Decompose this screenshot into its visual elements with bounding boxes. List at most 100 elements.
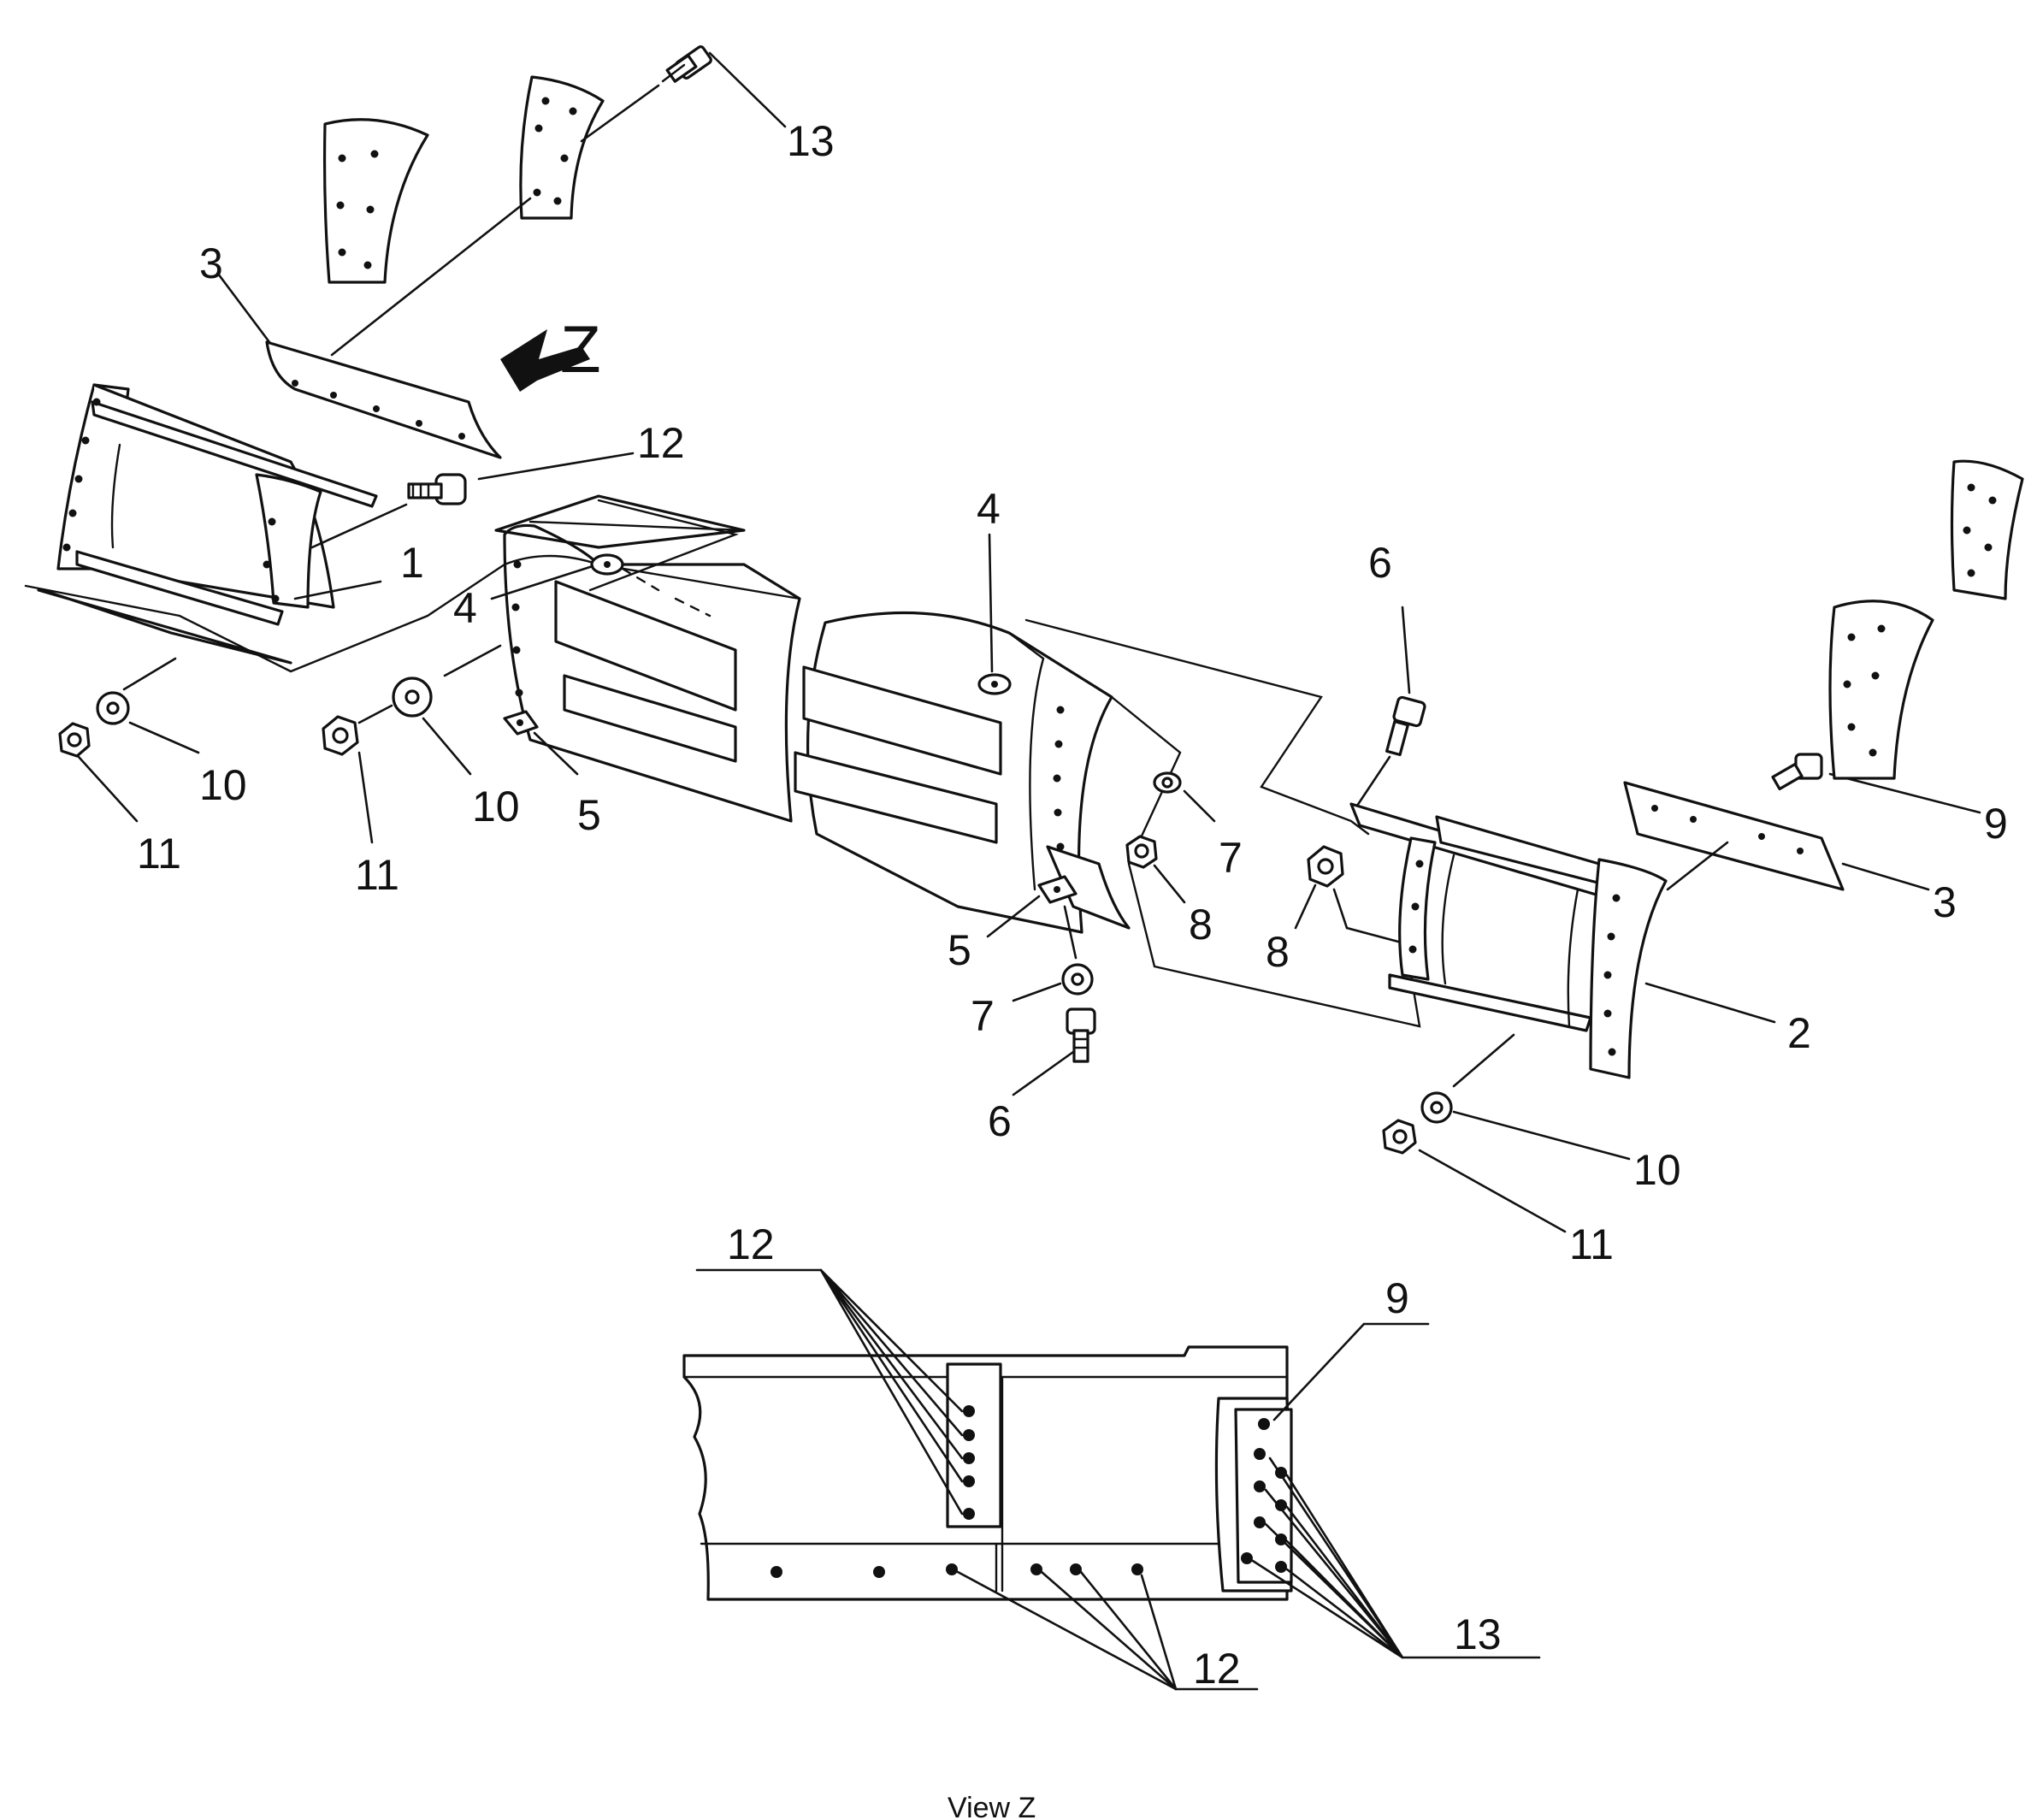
leader-4-left — [490, 564, 594, 600]
leader-8-right-b — [1332, 888, 1413, 947]
leader-1 — [293, 580, 382, 600]
view-z-arrow-letter: Z — [560, 311, 601, 387]
leader-5-left — [533, 731, 579, 776]
callout-3-right: 3 — [1933, 878, 1957, 926]
callout-8-center: 8 — [1189, 901, 1213, 948]
view-z-caption: View Z — [948, 1792, 1036, 1820]
leader-11-mid — [357, 751, 374, 844]
bolt-6-bottom — [1066, 1008, 1096, 1063]
leader-10-left-a — [122, 657, 177, 691]
plate-outline-left-2 — [588, 499, 739, 592]
callout-6-top: 6 — [1368, 539, 1392, 587]
view-z-callout-9: 9 — [1385, 1274, 1409, 1322]
leader-11-mid-a — [357, 704, 393, 724]
leader-8-center — [1153, 864, 1186, 904]
bolt-6-top — [1385, 695, 1426, 757]
bolt-12 — [407, 473, 467, 505]
part-4-clip-center — [977, 673, 1012, 695]
leader-3-right — [1841, 862, 1930, 891]
leader-11-right — [1418, 1149, 1567, 1233]
leader-10-mid — [443, 644, 502, 677]
leader-9 — [1828, 772, 1981, 814]
leader-10-right — [1452, 1110, 1631, 1161]
leader-7-top — [1183, 789, 1216, 823]
callout-4-center: 4 — [977, 485, 1001, 533]
callout-2: 2 — [1787, 1009, 1811, 1057]
leader-1-to-12 — [310, 503, 408, 549]
leader-10-left-b — [128, 721, 200, 754]
callout-8-right: 8 — [1266, 928, 1290, 976]
callout-4-left: 4 — [453, 584, 477, 632]
view-z-leader-9 — [1272, 1322, 1430, 1421]
leader-13-top — [708, 51, 787, 128]
leader-6-bottom — [1012, 1050, 1075, 1096]
plate-outline-left — [24, 563, 506, 673]
nut-11-right — [1382, 1119, 1417, 1155]
leader-2 — [1644, 982, 1776, 1024]
leader-4-center — [988, 533, 994, 673]
leader-3-left — [216, 272, 271, 344]
callout-1: 1 — [400, 539, 424, 587]
nut-8-right — [1307, 845, 1344, 888]
leader-6-top — [1401, 606, 1411, 694]
view-z-leaders-12-bottom — [956, 1570, 1259, 1691]
leader-7-bottom — [1012, 982, 1062, 1002]
callout-10-mid: 10 — [472, 783, 520, 830]
leader-13-plate — [580, 84, 660, 143]
washer-10-mid — [392, 677, 433, 718]
washer-7-bottom — [1061, 963, 1094, 996]
blade-section-center — [794, 611, 1113, 934]
edge-plate-right-upper — [1950, 459, 2024, 600]
nut-11-mid — [322, 715, 359, 756]
callout-11-left: 11 — [137, 830, 181, 878]
callout-12: 12 — [637, 419, 685, 467]
leader-12 — [477, 452, 635, 481]
part-3-edge-strip-right — [1623, 781, 1845, 891]
part-3-edge-strip-left — [265, 340, 502, 459]
view-z-callout-12-top: 12 — [727, 1220, 775, 1268]
view-z-arrow — [500, 329, 590, 392]
leader-10-right-a — [1452, 1033, 1515, 1088]
clip-plate-center — [1046, 845, 1131, 930]
washer-10-right — [1420, 1091, 1453, 1124]
bolt-9 — [1771, 753, 1823, 791]
leader-5-center — [986, 895, 1041, 938]
edge-plate-top-left — [322, 118, 429, 284]
nut-11-left — [58, 722, 91, 758]
leader-plate-to-strip — [330, 197, 532, 357]
nut-8-center — [1125, 835, 1158, 869]
callout-10-right: 10 — [1633, 1146, 1681, 1194]
callout-10-left: 10 — [199, 761, 247, 809]
leader-11-left — [77, 755, 139, 823]
blade-section-mid-left — [494, 494, 801, 823]
callout-3-left: 3 — [199, 239, 223, 287]
callout-13-top: 13 — [787, 117, 835, 165]
callout-5-left: 5 — [577, 791, 601, 839]
view-z-detail — [682, 1345, 1293, 1601]
callout-6-bottom: 6 — [988, 1097, 1012, 1145]
part-1-end-section-left — [37, 383, 378, 665]
leader-10-mid-b — [422, 717, 472, 776]
edge-plate-top-right — [519, 75, 605, 220]
dash-left — [621, 567, 711, 618]
callout-11-mid: 11 — [355, 851, 399, 899]
view-z-leaders-12-top — [695, 1268, 964, 1516]
leader-8-right — [1294, 883, 1317, 930]
washer-10-left — [96, 691, 130, 725]
part-5-clip-left — [503, 710, 539, 736]
bolt-13-top — [661, 45, 712, 83]
view-z-leaders-13 — [1251, 1457, 1541, 1659]
callout-7-top: 7 — [1219, 834, 1243, 882]
leader-7-bottom-up — [1063, 905, 1078, 960]
washer-7-top — [1153, 771, 1182, 794]
plate-outline-center — [1024, 618, 1421, 1028]
callout-9: 9 — [1984, 800, 2008, 848]
callout-5-center: 5 — [948, 926, 971, 974]
callout-7-bottom: 7 — [971, 992, 995, 1040]
part-4-clip-left — [590, 553, 624, 576]
leader-3-right-to-2 — [1666, 841, 1729, 891]
part-5-clip-center — [1037, 875, 1078, 904]
part-2-end-section-right — [1349, 802, 1668, 1079]
